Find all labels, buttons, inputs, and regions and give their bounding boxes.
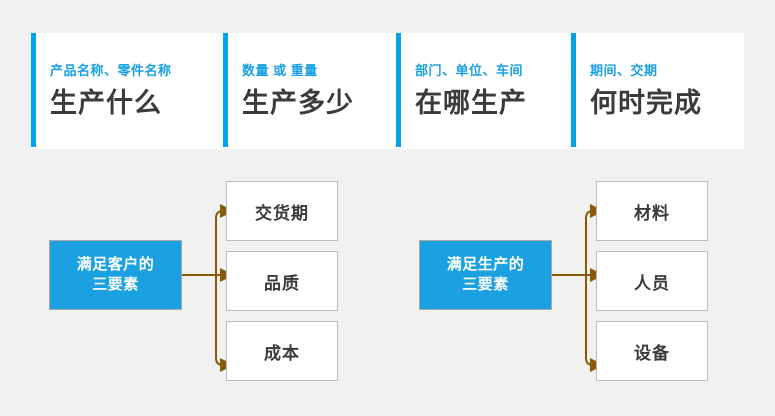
header-card-subtitle: 部门、单位、车间 <box>415 63 524 79</box>
source-box-line-2: 三要素 <box>92 276 139 293</box>
source-box-line-1: 满足客户的 <box>76 255 155 273</box>
target-box-label: 成本 <box>264 343 300 363</box>
accent-bar-icon <box>223 33 228 147</box>
header-card-what-to-produce: 产品名称、零件名称 生产什么 <box>31 33 223 149</box>
source-box-line-2: 三要素 <box>462 276 509 293</box>
header-card-subtitle: 期间、交期 <box>590 63 658 79</box>
target-box-label: 品质 <box>264 273 300 293</box>
header-card-where-to-produce: 部门、单位、车间 在哪生产 <box>396 33 571 149</box>
three-elements-diagram: 满足客户的 三要素 交货期 品质 成本 <box>0 170 775 416</box>
target-box-delivery: 交货期 <box>226 181 338 241</box>
header-card-when-to-finish: 期间、交期 何时完成 <box>571 33 744 149</box>
target-box-quality: 品质 <box>226 251 338 311</box>
source-box-production-elements: 满足生产的 三要素 <box>419 240 552 310</box>
requirement-header-strip: 产品名称、零件名称 生产什么 数量 或 重量 生产多少 部门、单位、车间 在哪生… <box>31 33 744 149</box>
flow-group-customer-elements: 满足客户的 三要素 交货期 品质 成本 <box>30 170 390 400</box>
flow-group-production-elements: 满足生产的 三要素 材料 人员 设备 <box>400 170 760 400</box>
target-box-equipment: 设备 <box>596 321 708 381</box>
header-card-title: 生产什么 <box>50 87 162 118</box>
source-box-customer-elements: 满足客户的 三要素 <box>49 240 182 310</box>
header-card-title: 在哪生产 <box>415 87 527 118</box>
header-card-title: 何时完成 <box>590 87 702 118</box>
accent-bar-icon <box>31 33 36 147</box>
target-box-personnel: 人员 <box>596 251 708 311</box>
header-card-how-much-to-produce: 数量 或 重量 生产多少 <box>223 33 396 149</box>
target-box-label: 人员 <box>634 273 670 293</box>
header-card-subtitle: 产品名称、零件名称 <box>50 63 172 79</box>
target-box-label: 材料 <box>634 203 670 223</box>
header-card-subtitle: 数量 或 重量 <box>242 63 318 79</box>
target-box-label: 交货期 <box>255 203 309 223</box>
source-box-line-1: 满足生产的 <box>446 255 525 273</box>
accent-bar-icon <box>571 33 576 147</box>
target-box-material: 材料 <box>596 181 708 241</box>
accent-bar-icon <box>396 33 401 147</box>
target-box-cost: 成本 <box>226 321 338 381</box>
target-box-label: 设备 <box>634 343 670 363</box>
header-card-title: 生产多少 <box>242 87 354 118</box>
